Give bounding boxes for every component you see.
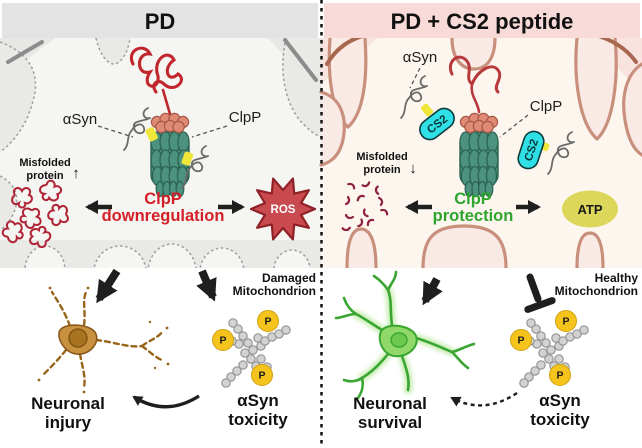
right-process-label: ClpP xyxy=(454,190,492,208)
left-header-bar xyxy=(2,3,318,38)
right-misfolded-label: Misfolded xyxy=(356,151,407,163)
atp-icon: ATP xyxy=(562,190,618,228)
left-outcome-section: Damaged Mitochondrion xyxy=(31,268,316,432)
ros-label: ROS xyxy=(271,204,296,216)
cs2-capsule-2: CS2 xyxy=(514,128,548,172)
right-panel: PD + CS2 peptide αSyn CS2 ClpP CS2 Misfo… xyxy=(319,3,642,270)
right-panel-title: PD + CS2 peptide xyxy=(391,9,574,34)
left-panel: PD αSyn ClpP Misfolded protein ↑ Cl xyxy=(0,3,322,301)
right-cristae xyxy=(319,36,642,270)
left-clpp-label: ClpP xyxy=(229,109,262,126)
right-asyn-toxicity-label: αSyn xyxy=(539,391,581,410)
svg-text:Mitochondrion: Mitochondrion xyxy=(555,284,638,298)
left-asyn-label: αSyn xyxy=(63,111,98,128)
pointer-line xyxy=(499,114,529,138)
pointer-line xyxy=(409,67,421,89)
left-process-label: ClpP xyxy=(144,190,182,208)
feedback-arrow-dashed xyxy=(450,392,518,407)
neuronal-injury-label: Neuronal xyxy=(31,394,105,413)
phospho-badge: P P P xyxy=(212,310,279,386)
neuron-damaged-icon xyxy=(37,286,170,394)
left-panel-title: PD xyxy=(145,9,176,34)
right-outcome-section: Healthy Mitochondrion xyxy=(334,270,639,432)
left-asyn-toxicity-label: αSyn xyxy=(237,391,279,410)
arrow-to-neuron-survival xyxy=(421,277,443,306)
cs2-capsule-1: CS2 xyxy=(415,103,459,145)
svg-text:P: P xyxy=(556,370,563,382)
left-misfolded-label: Misfolded xyxy=(19,157,70,169)
svg-text:P: P xyxy=(264,316,271,328)
svg-text:P: P xyxy=(562,316,569,328)
left-cristae xyxy=(0,37,131,231)
svg-text:toxicity: toxicity xyxy=(530,410,590,429)
svg-text:downregulation: downregulation xyxy=(102,207,225,225)
svg-text:toxicity: toxicity xyxy=(228,410,288,429)
up-arrow-icon: ↑ xyxy=(72,165,80,182)
arrow-to-neuron-injury xyxy=(95,268,121,304)
healthy-mitochondrion-label: Healthy xyxy=(595,271,639,285)
phospho-badge: P P P xyxy=(510,310,577,386)
binding-patch xyxy=(145,127,158,142)
svg-text:Mitochondrion: Mitochondrion xyxy=(233,284,316,298)
pointer-line xyxy=(191,125,228,138)
right-unfolded-protein-icon xyxy=(449,55,502,114)
svg-text:P: P xyxy=(258,370,265,382)
svg-text:protein: protein xyxy=(26,170,64,182)
svg-text:P: P xyxy=(517,335,524,347)
inhibition-tbar-icon xyxy=(524,273,556,313)
left-unfolded-protein-icon xyxy=(129,46,183,116)
ros-starburst-icon: ROS xyxy=(249,177,317,241)
svg-text:P: P xyxy=(219,335,226,347)
svg-text:protection: protection xyxy=(433,207,514,225)
down-arrow-icon: ↓ xyxy=(409,160,417,177)
binding-patch xyxy=(181,151,194,166)
feedback-arrow-solid xyxy=(132,394,200,409)
svg-text:injury: injury xyxy=(45,413,92,432)
svg-text:survival: survival xyxy=(358,413,422,432)
arrow-to-asyn-toxicity xyxy=(196,269,217,302)
left-outer-membrane xyxy=(6,38,318,82)
svg-text:protein: protein xyxy=(363,164,401,176)
right-clpp-label: ClpP xyxy=(530,98,563,115)
atp-label: ATP xyxy=(577,202,602,217)
right-asyn-label: αSyn xyxy=(403,49,438,66)
right-header-bar xyxy=(324,3,640,38)
pointer-line xyxy=(97,125,134,138)
neuronal-survival-label: Neuronal xyxy=(353,394,427,413)
binding-patch xyxy=(420,103,434,117)
damaged-mitochondrion-label: Damaged xyxy=(262,271,316,285)
neuron-healthy-icon xyxy=(334,270,476,400)
